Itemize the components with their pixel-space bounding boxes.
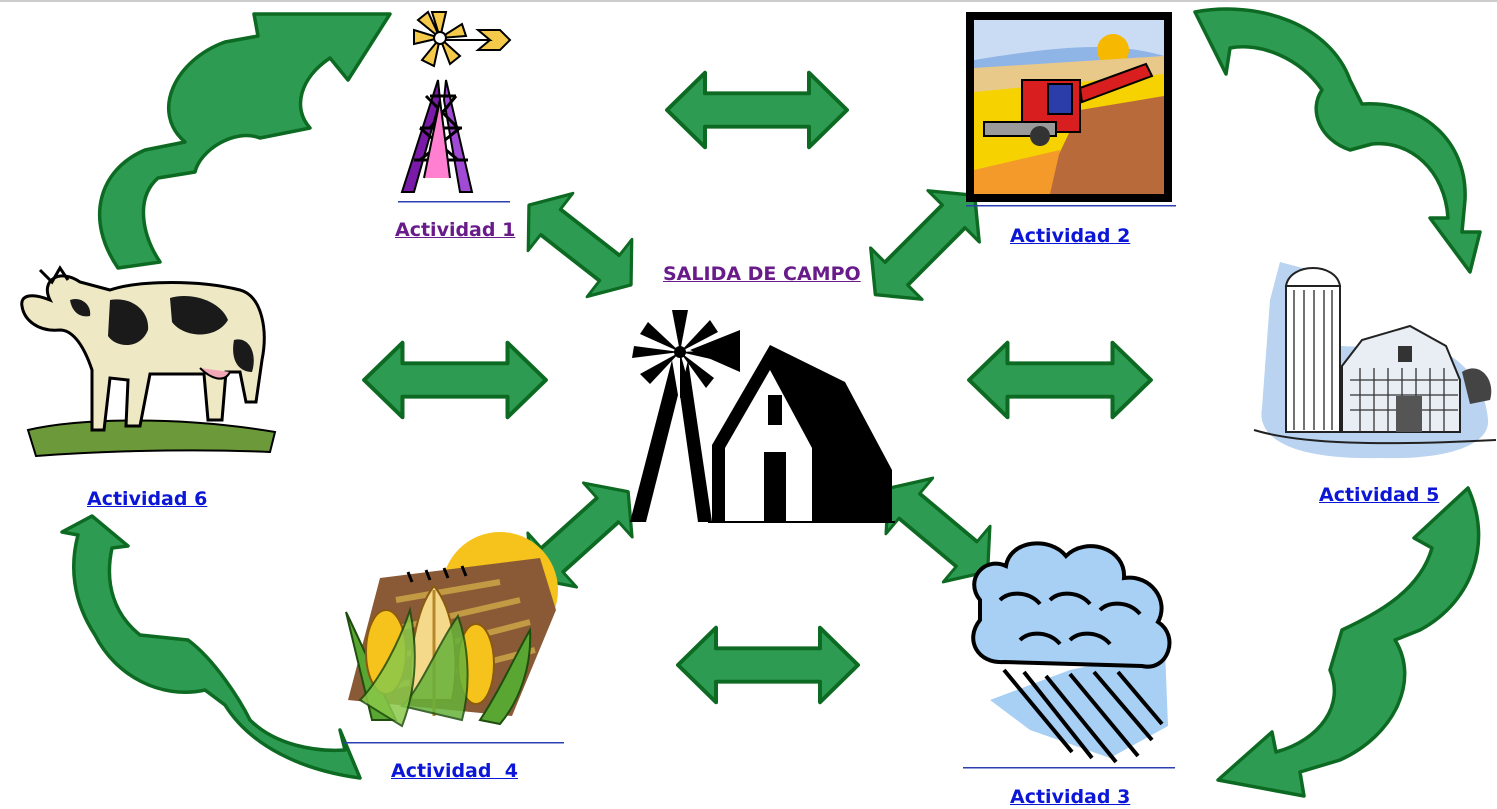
cow-icon — [20, 265, 277, 458]
double-arrow-center-act1 — [504, 174, 656, 316]
activity-3-link[interactable]: Actividad 3 — [1010, 786, 1131, 808]
rain-cloud-icon — [971, 541, 1172, 764]
double-arrow-left — [364, 343, 546, 417]
activity-6-link[interactable]: Actividad 6 — [87, 488, 208, 510]
double-arrow-top — [665, 70, 849, 150]
activity-4-link[interactable]: Actividad 4 — [391, 760, 518, 782]
double-arrow-bottom — [676, 625, 860, 705]
corn-wheat-icon — [345, 532, 558, 728]
activity-5-link[interactable]: Actividad 5 — [1319, 484, 1440, 506]
harvester-icon — [966, 12, 1172, 202]
activity-2-link[interactable]: Actividad 2 — [1010, 225, 1131, 247]
silo-barn-icon — [1253, 262, 1497, 459]
curved-arrow-act2-to-act5 — [1193, 7, 1482, 274]
windmill-icon — [400, 10, 512, 193]
center-title-link[interactable]: SALIDA DE CAMPO — [663, 263, 861, 285]
curved-arrow-act4-to-act6 — [60, 514, 362, 780]
farm-windmill-barn-icon — [630, 310, 895, 523]
curved-arrow-act5-to-act3 — [1216, 486, 1481, 798]
double-arrow-right — [969, 343, 1151, 417]
curved-arrow-act6-to-act1 — [97, 12, 392, 270]
activity-1-link[interactable]: Actividad 1 — [395, 219, 516, 241]
